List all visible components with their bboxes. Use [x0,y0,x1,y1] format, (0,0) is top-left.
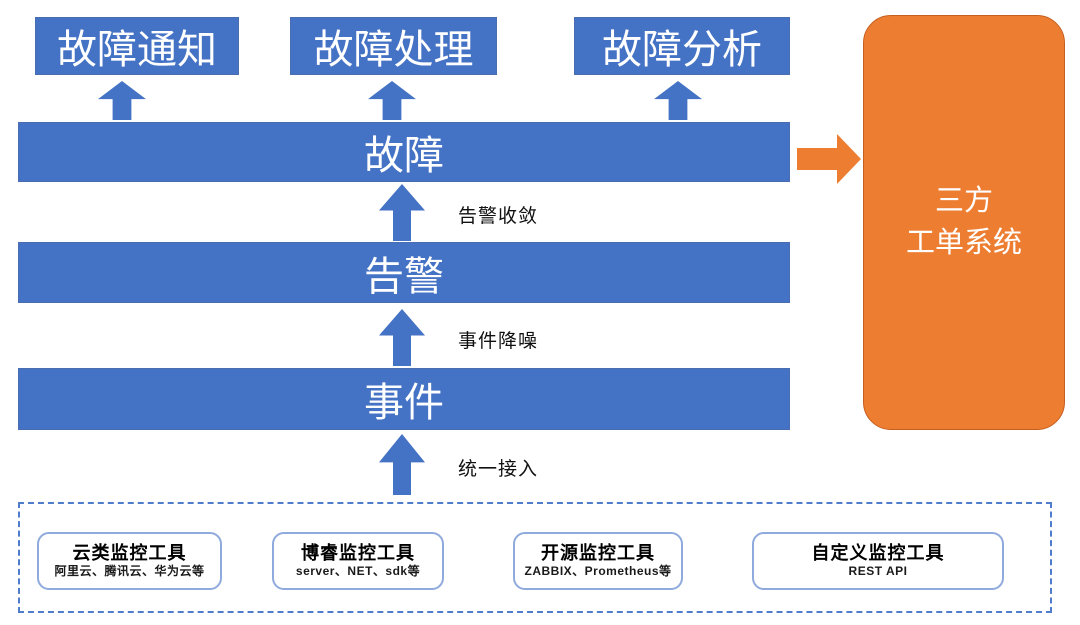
tool-subtitle: REST API [848,564,908,579]
output-box-fault-handling: 故障处理 [290,17,497,75]
output-box-label: 故障通知 [57,28,217,72]
layer-bar-event: 事件 [18,368,790,430]
up-arrow-icon [379,309,425,366]
tool-box-custom-monitoring: 自定义监控工具 REST API [752,532,1004,590]
tool-subtitle: server、NET、sdk等 [295,564,421,579]
output-box-fault-notification: 故障通知 [35,17,239,75]
tool-box-opensource-monitoring: 开源监控工具 ZABBIX、Prometheus等 [513,532,683,590]
tool-title: 云类监控工具 [72,543,187,564]
third-party-ticket-system-box: 三方 工单系统 [863,15,1065,430]
tool-box-bonree-monitoring: 博睿监控工具 server、NET、sdk等 [272,532,444,590]
output-box-label: 故障分析 [602,28,762,72]
layer-bar-label: 告警 [364,254,444,299]
monitoring-tools-container: 云类监控工具 阿里云、腾讯云、华为云等 博睿监控工具 server、NET、sd… [18,502,1052,613]
third-party-label-line1: 三方 [934,185,993,218]
output-box-label: 故障处理 [313,28,474,72]
tool-subtitle: ZABBIX、Prometheus等 [524,564,672,579]
layer-bar-alert: 告警 [18,242,790,303]
layer-bar-fault: 故障 [18,122,790,182]
layer-bar-label: 事件 [364,381,444,425]
tool-title: 自定义监控工具 [811,543,945,564]
transition-label-alert-convergence: 告警收敛 [458,206,539,227]
up-arrow-icon [379,434,425,495]
tool-title: 开源监控工具 [541,543,655,564]
right-arrow-icon [797,134,861,184]
tool-title: 博睿监控工具 [301,543,415,564]
third-party-label-line2: 工单系统 [905,226,1022,259]
tool-subtitle: 阿里云、腾讯云、华为云等 [54,564,205,579]
up-arrow-icon [98,81,146,120]
up-arrow-icon [379,184,425,241]
tool-box-cloud-monitoring: 云类监控工具 阿里云、腾讯云、华为云等 [37,532,222,590]
transition-label-unified-access: 统一接入 [458,459,539,480]
up-arrow-icon [368,81,416,120]
up-arrow-icon [654,81,702,120]
layer-bar-label: 故障 [364,134,444,178]
output-box-fault-analysis: 故障分析 [574,17,790,75]
transition-label-event-noise-reduction: 事件降噪 [458,331,539,352]
